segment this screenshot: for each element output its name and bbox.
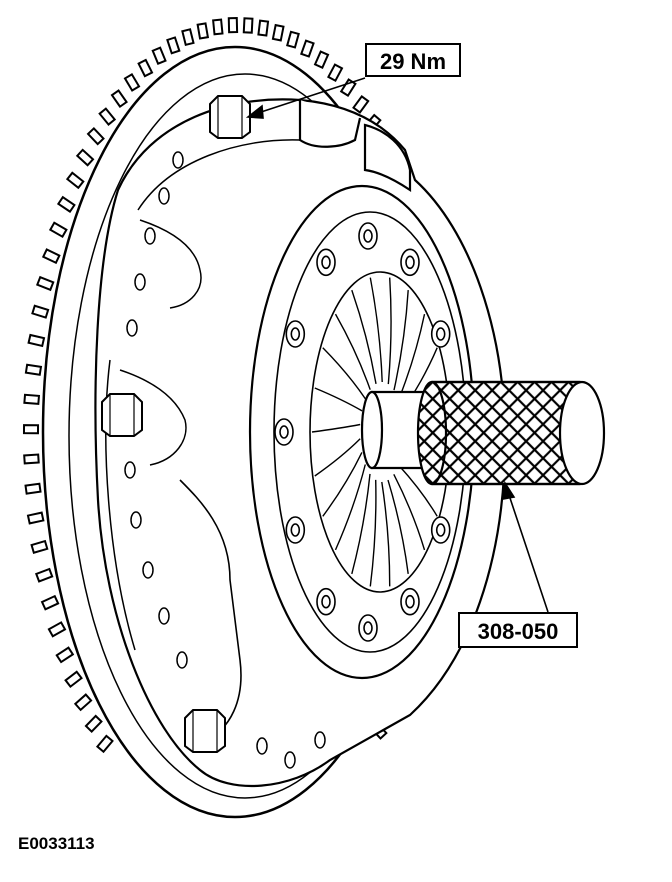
gear-tooth xyxy=(98,107,117,126)
cover-perimeter-holes xyxy=(124,151,326,769)
gear-tooth xyxy=(166,36,181,55)
spring-finger xyxy=(387,277,392,385)
disc-rivet-inner xyxy=(363,229,373,243)
leader-lines xyxy=(245,77,549,613)
gear-tooth xyxy=(151,46,167,66)
gear-tooth xyxy=(27,333,46,348)
cover-hole xyxy=(134,273,146,291)
gear-tooth xyxy=(41,248,61,265)
diaphragm-spring-fingers xyxy=(311,277,449,587)
figure-id-label: E0033113 xyxy=(18,834,95,853)
gear-tooth xyxy=(352,95,370,114)
gear-tooth xyxy=(73,693,93,712)
spring-finger xyxy=(314,387,363,412)
gear-tooth xyxy=(95,734,114,754)
disc-rivet-inner xyxy=(279,425,289,439)
gear-tooth xyxy=(55,646,75,664)
spring-finger xyxy=(314,438,361,477)
gear-tooth xyxy=(64,670,83,689)
gear-tooth xyxy=(110,89,128,109)
gear-tooth xyxy=(300,39,315,58)
torque-spec-callout: 29 Nm xyxy=(365,43,461,77)
gear-tooth xyxy=(84,714,103,734)
clutch-disc-rivets xyxy=(274,222,462,642)
cover-hole xyxy=(158,187,170,205)
disc-rivet-inner xyxy=(405,594,415,609)
disc-rivet-inner xyxy=(290,327,301,341)
spring-finger xyxy=(381,481,391,587)
gear-tooth xyxy=(22,424,40,435)
cover-hole xyxy=(144,227,156,245)
cover-hole xyxy=(158,607,170,625)
cover-hole xyxy=(256,737,268,755)
gear-tooth xyxy=(34,567,54,583)
gear-tooth xyxy=(40,594,60,611)
cover-hole xyxy=(314,731,326,749)
gear-tooth xyxy=(26,511,45,525)
cover-hole xyxy=(130,511,142,529)
disc-rivet-inner xyxy=(405,255,415,270)
spring-finger xyxy=(393,290,409,391)
disc-rivet-inner xyxy=(435,327,446,341)
cover-hole xyxy=(126,319,138,337)
gear-tooth xyxy=(65,171,85,190)
gear-tooth xyxy=(286,30,300,49)
spring-finger xyxy=(387,479,409,574)
bolt-middle xyxy=(101,393,143,437)
alignment-tool xyxy=(360,380,606,486)
gear-tooth xyxy=(75,148,95,167)
disc-rivet-inner xyxy=(435,523,446,537)
gear-tooth xyxy=(313,50,330,69)
gear-tooth xyxy=(24,363,43,376)
spring-finger xyxy=(322,452,363,517)
cover-hole xyxy=(284,751,296,769)
cover-bolts xyxy=(101,95,251,753)
disc-rivet-inner xyxy=(363,621,373,635)
cover-hole xyxy=(142,561,154,579)
spring-finger xyxy=(369,277,383,383)
cover-hole xyxy=(124,461,136,479)
bolt-top xyxy=(209,95,251,139)
gear-tooth xyxy=(35,275,55,292)
cover-hole xyxy=(172,151,184,169)
disc-rivet-inner xyxy=(321,255,331,270)
spring-finger xyxy=(334,313,371,390)
gear-tooth xyxy=(271,23,285,42)
gear-tooth xyxy=(227,17,239,34)
spring-finger xyxy=(351,289,377,385)
gear-tooth xyxy=(48,221,68,239)
gear-tooth xyxy=(23,393,41,405)
spring-finger xyxy=(369,479,377,587)
gear-tooth xyxy=(137,58,154,78)
gear-tooth xyxy=(212,18,224,36)
gear-tooth xyxy=(24,482,42,495)
gear-tooth xyxy=(196,22,210,40)
disc-rivet-inner xyxy=(321,594,331,609)
gear-tooth xyxy=(123,72,141,92)
gear-tooth xyxy=(86,127,105,146)
gear-tooth xyxy=(23,453,40,465)
gear-tooth xyxy=(30,539,49,554)
spring-finger xyxy=(311,423,361,433)
spring-finger xyxy=(322,347,367,400)
spring-finger xyxy=(351,473,371,575)
spring-finger xyxy=(397,464,438,517)
gear-tooth xyxy=(327,63,344,83)
gear-tooth xyxy=(47,621,67,638)
special-tool-callout: 308-050 xyxy=(458,612,578,648)
spring-finger xyxy=(393,473,426,551)
gear-tooth xyxy=(181,28,195,47)
disc-rivet-inner xyxy=(290,523,301,537)
gear-tooth xyxy=(242,17,254,34)
gear-tooth xyxy=(257,19,270,37)
spring-finger xyxy=(334,464,366,551)
cover-hole xyxy=(176,651,188,669)
bolt-bottom xyxy=(184,709,226,753)
gear-tooth xyxy=(31,304,50,319)
gear-tooth xyxy=(56,195,76,214)
